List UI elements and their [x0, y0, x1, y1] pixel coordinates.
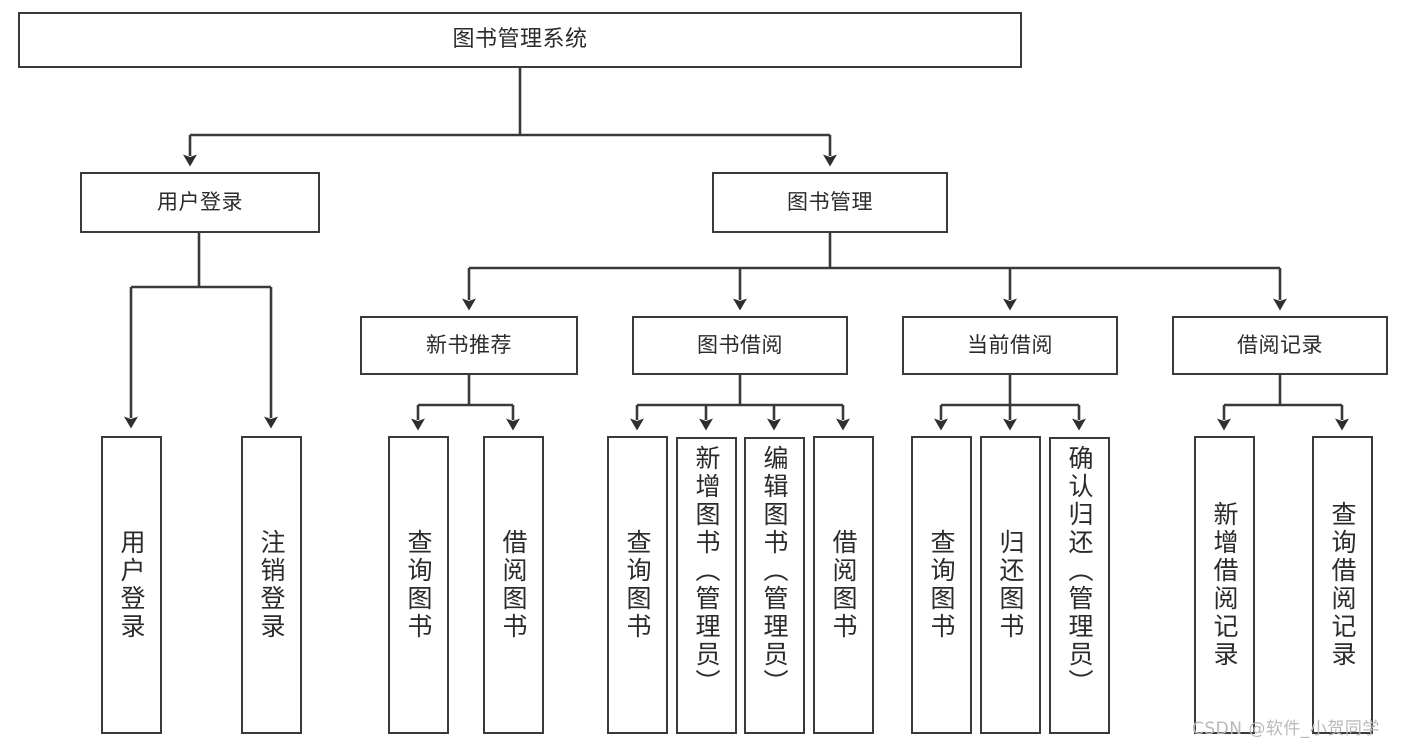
leaf-add-record-label: 新增借阅记录	[1210, 501, 1239, 669]
leaf-user-login[interactable]: 用户登录	[101, 436, 162, 734]
leaf-edit-book[interactable]: 编辑图书（管理员）	[744, 437, 805, 734]
leaf-user-login-label: 用户登录	[117, 529, 146, 641]
node-current-borrow[interactable]: 当前借阅	[902, 316, 1118, 375]
node-borrow-record[interactable]: 借阅记录	[1172, 316, 1388, 375]
leaf-logout-login[interactable]: 注销登录	[241, 436, 302, 734]
leaf-query-book-2-label: 查询图书	[623, 529, 652, 641]
node-new-book-recommend-label: 新书推荐	[426, 333, 512, 358]
leaf-borrow-book-2-label: 借阅图书	[829, 529, 858, 641]
node-root[interactable]: 图书管理系统	[18, 12, 1022, 68]
leaf-query-book-1[interactable]: 查询图书	[388, 436, 449, 734]
csdn-watermark: CSDN @软件_小贺同学	[1192, 719, 1380, 739]
leaf-borrow-book-1[interactable]: 借阅图书	[483, 436, 544, 734]
node-book-manage-label: 图书管理	[787, 190, 873, 215]
leaf-query-book-1-label: 查询图书	[404, 529, 433, 641]
node-root-label: 图书管理系统	[452, 27, 588, 53]
node-new-book-recommend[interactable]: 新书推荐	[360, 316, 578, 375]
leaf-query-book-3[interactable]: 查询图书	[911, 436, 972, 734]
leaf-query-book-3-label: 查询图书	[927, 529, 956, 641]
leaf-query-record-label: 查询借阅记录	[1328, 501, 1357, 669]
leaf-query-record[interactable]: 查询借阅记录	[1312, 436, 1373, 734]
leaf-logout-login-label: 注销登录	[257, 529, 286, 641]
node-book-borrow-label: 图书借阅	[697, 333, 783, 358]
node-borrow-record-label: 借阅记录	[1237, 333, 1323, 358]
leaf-add-record[interactable]: 新增借阅记录	[1194, 436, 1255, 734]
leaf-add-book[interactable]: 新增图书（管理员）	[676, 437, 737, 734]
node-user-login-label: 用户登录	[157, 190, 243, 215]
leaf-add-book-label: 新增图书（管理员）	[692, 445, 721, 697]
node-current-borrow-label: 当前借阅	[967, 333, 1053, 358]
node-book-borrow[interactable]: 图书借阅	[632, 316, 848, 375]
leaf-return-book[interactable]: 归还图书	[980, 436, 1041, 734]
leaf-confirm-return-label: 确认归还（管理员）	[1065, 445, 1094, 697]
leaf-borrow-book-2[interactable]: 借阅图书	[813, 436, 874, 734]
leaf-return-book-label: 归还图书	[996, 529, 1025, 641]
leaf-edit-book-label: 编辑图书（管理员）	[760, 445, 789, 697]
node-user-login[interactable]: 用户登录	[80, 172, 320, 233]
leaf-borrow-book-1-label: 借阅图书	[499, 529, 528, 641]
node-book-manage[interactable]: 图书管理	[712, 172, 948, 233]
leaf-confirm-return[interactable]: 确认归还（管理员）	[1049, 437, 1110, 734]
leaf-query-book-2[interactable]: 查询图书	[607, 436, 668, 734]
